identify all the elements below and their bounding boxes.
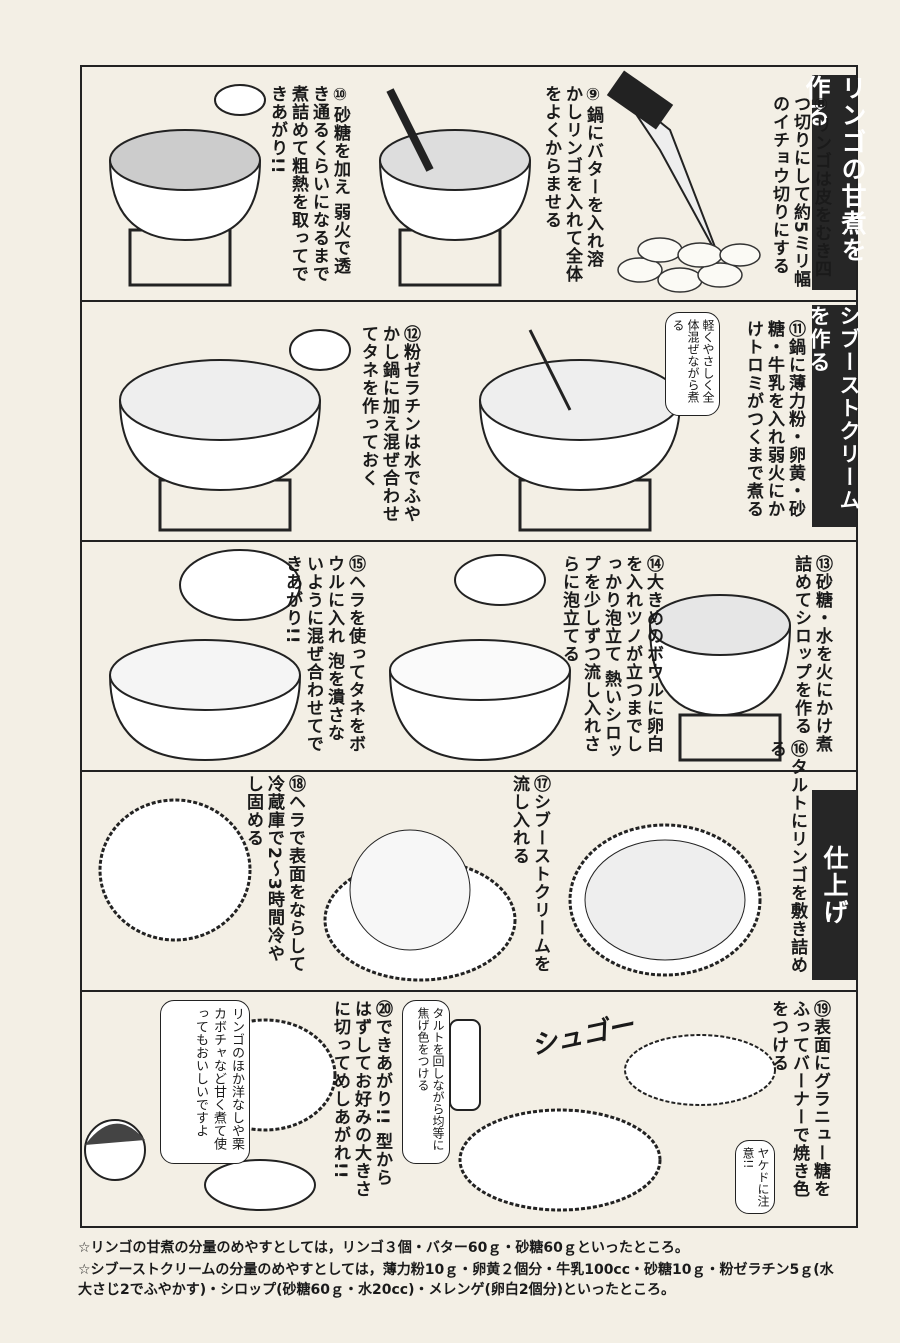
pot-gelatin-illustration [119, 329, 351, 532]
divider [80, 300, 858, 302]
knife-apple-illustration [606, 70, 761, 293]
speech-bubble-torch: タルトを回しながら均等に焦げ色をつける [402, 1000, 450, 1164]
section-header-apple: リンゴの甘煮を作る [802, 75, 867, 290]
step-8: ⑧リンゴは皮をむき四つ切りにして約5ミリ幅のイチョウ切りにする [769, 95, 831, 288]
step-11: ⑪鍋に薄力粉・卵黄・砂糖・牛乳を入れ弱火にかけトロミがつくまで煮る [743, 320, 805, 518]
tart-cream-illustration [323, 829, 517, 982]
note-cream-quantity: ☆シブーストクリームの分量のめやすとしては，薄力粉10ｇ・卵黄２個分・牛乳100… [78, 1262, 834, 1298]
tart-apples-illustration [568, 823, 762, 977]
speech-bubble-tip: リンゴのほか洋なしや栗カボチャなど甘く煮て使ってもおいしいですよ [160, 1000, 250, 1164]
character-illustration [84, 1119, 146, 1181]
step-20: ⑳できあがり!! 型からはずしてお好みの大きさに切ってめしあがれ!! [330, 1000, 392, 1198]
speech-bubble-burn: ヤケドに注意!! [735, 1140, 775, 1214]
pot-butter-illustration [379, 88, 531, 287]
divider [80, 770, 858, 772]
step-18: ⑱ヘラで表面をならして冷蔵庫で2〜3時間冷やし固める [243, 775, 305, 973]
step-17: ⑰シブーストクリームを流し入れる [509, 775, 550, 973]
panel-frame [80, 65, 858, 1228]
step-9: ⑨鍋にバターを入れ溶かしリンゴを入れて全体をよくからませる [541, 85, 603, 283]
bowl-mixing-illustration [109, 549, 301, 762]
pot-syrup-illustration [649, 594, 791, 762]
tart-smooth-illustration [98, 798, 252, 942]
step-19: ⑲表面にグラニュー糖をふってバーナーで焼き色をつける [768, 1000, 830, 1198]
divider [80, 540, 858, 542]
step-12: ⑫粉ゼラチンは水でふやかし鍋に加え混ぜ合わせてタネを作っておく [358, 325, 420, 523]
divider [80, 990, 858, 992]
note-apple-quantity: ☆リンゴの甘煮の分量のめやすとしては，リンゴ３個・バター60ｇ・砂糖60ｇといっ… [78, 1240, 689, 1256]
step-15: ⑮ヘラを使ってタネをボウルに入れ 泡を潰さないように混ぜ合わせてできあがり!! [282, 555, 365, 753]
step-13: ⑬砂糖・水を火にかけ煮詰めてシロップを作る [791, 555, 832, 753]
speech-bubble-gently: 軽くやさしく全体混ぜながら煮る [665, 312, 720, 416]
bowl-meringue-illustration [389, 554, 571, 762]
step-14: ⑭大きめのボウルに卵白を入れツノが立つまでしっかり泡立て 熱いシロップを少しずつ… [559, 555, 663, 760]
tart-torch-illustration [450, 1019, 776, 1212]
step-16: ⑯タルトにリンゴを敷き詰める [766, 740, 807, 974]
section-header-cream: シブーストクリームを作る [807, 305, 861, 527]
pot-sugar-illustration [109, 84, 266, 287]
pot-custard-illustration [479, 329, 681, 532]
section-header-finish: 仕上げ [812, 790, 856, 980]
step-10: ⑩砂糖を加え 弱火で透き通るくらいになるまで煮詰めて粗熱を取ってできあがり!! [267, 85, 350, 283]
